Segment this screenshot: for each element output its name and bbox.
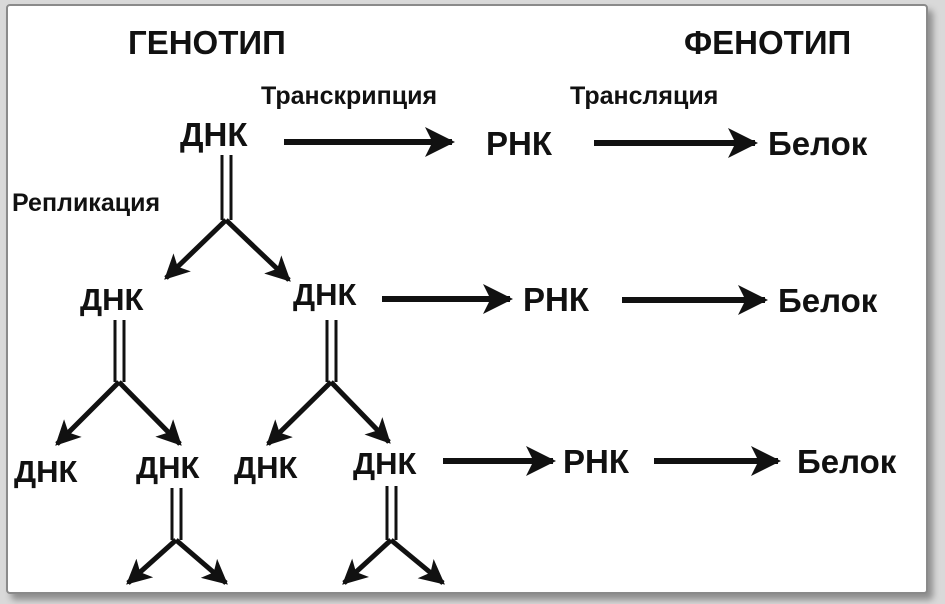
dna-node: ДНК — [293, 277, 356, 312]
phenotype-header: ФЕНОТИП — [684, 24, 851, 61]
rna-node: РНК — [563, 443, 630, 480]
replication-arrow — [55, 380, 121, 446]
replication-arrow — [174, 538, 228, 585]
dna-node: ДНК — [14, 454, 77, 489]
replication-arrow — [117, 380, 182, 446]
dna-node: ДНК — [180, 116, 248, 153]
dna-node: ДНК — [353, 446, 416, 481]
replication-arrow — [329, 380, 391, 444]
replication-arrow — [224, 218, 291, 282]
rna-node: РНК — [523, 281, 590, 318]
replication-arrow — [164, 218, 228, 280]
replication-arrow — [389, 538, 445, 585]
replication-label: Репликация — [12, 189, 160, 217]
dna-node: ДНК — [234, 450, 297, 485]
transcription-label: Транскрипция — [261, 82, 437, 110]
protein-node: Белок — [768, 125, 868, 162]
replication-arrow — [126, 538, 178, 585]
dna-node: ДНК — [80, 282, 143, 317]
protein-node: Белок — [797, 443, 897, 480]
replication-arrow — [342, 538, 393, 585]
translation-label: Трансляция — [570, 82, 718, 110]
replication-arrow — [266, 380, 333, 446]
genotype-header: ГЕНОТИП — [128, 24, 286, 61]
rna-node: РНК — [486, 125, 553, 162]
protein-node: Белок — [778, 282, 878, 319]
dna-node: ДНК — [136, 450, 199, 485]
